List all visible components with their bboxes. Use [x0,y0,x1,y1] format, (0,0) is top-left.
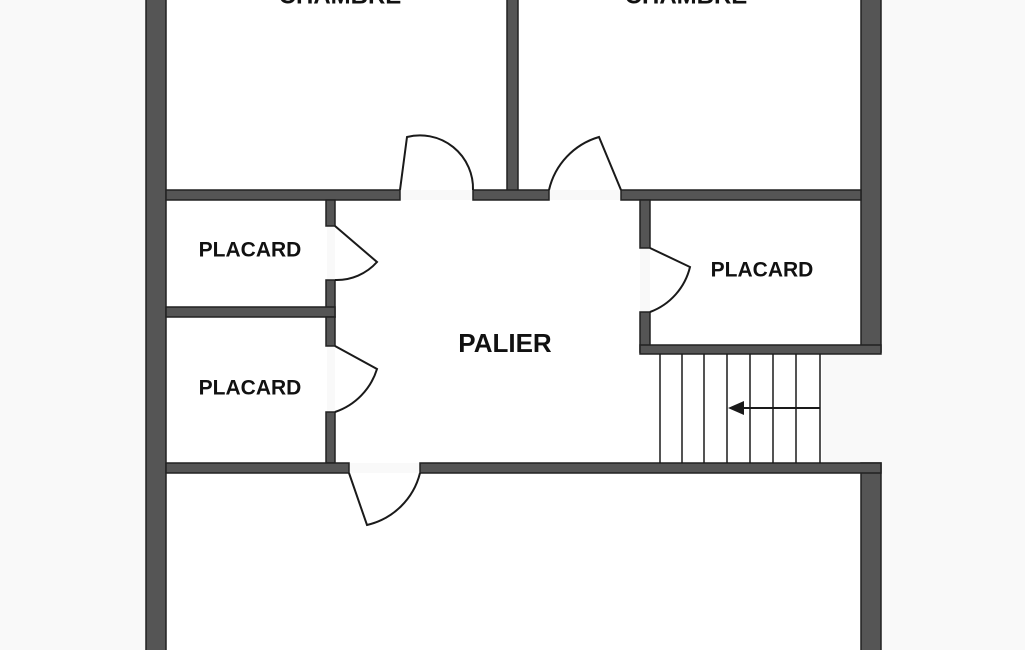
wall-outer-right-lower [860,462,882,650]
room-placard-top-left [166,200,327,307]
label-placard-bottom-left: PLACARD [199,377,302,400]
door-placard-bottom-left [334,345,379,413]
wall-placard-top-left [325,199,336,227]
wall-placard-right-a [639,199,651,249]
label-palier: PALIER [458,328,552,358]
wall-placard-bottom-left-a [325,316,336,347]
wall-placard-bottom-left-b [325,411,336,464]
wall-placard-separator [165,306,336,318]
wall-outer-right-upper [860,0,882,353]
room-floors [166,0,861,650]
wall-h1-b [472,189,550,201]
wall-chambre-divider [506,0,519,196]
stair-arrow-head [728,401,744,415]
room-palier [335,200,640,463]
label-placard-right: PLACARD [711,259,814,282]
room-placard-bottom-left [166,317,327,463]
room-chambre-right [518,0,860,190]
wall-outer-left [145,0,167,650]
door-placard-top-left [334,225,379,282]
stair [659,354,821,463]
room-chambre-left [166,0,507,190]
door-chambre-left [399,134,475,191]
label-chambre-left: CHAMBRE [279,0,402,9]
walls [145,0,882,650]
wall-placard-right-bottom [639,344,882,355]
label-chambre-right: CHAMBRE [625,0,748,9]
doors [334,134,692,527]
label-placard-top-left: PLACARD [199,239,302,262]
wall-h2-b [419,462,882,474]
wall-h1-c [620,189,862,201]
room-labels: CHAMBRE CHAMBRE PLACARD PLACARD PLACARD … [199,0,814,400]
room-bottom [166,473,861,650]
wall-h2-a [165,462,350,474]
room-placard-right [650,200,860,345]
wall-h1-a [165,189,401,201]
door-bottom-room [348,472,421,527]
door-chambre-right [548,135,622,191]
door-placard-right [649,247,692,313]
